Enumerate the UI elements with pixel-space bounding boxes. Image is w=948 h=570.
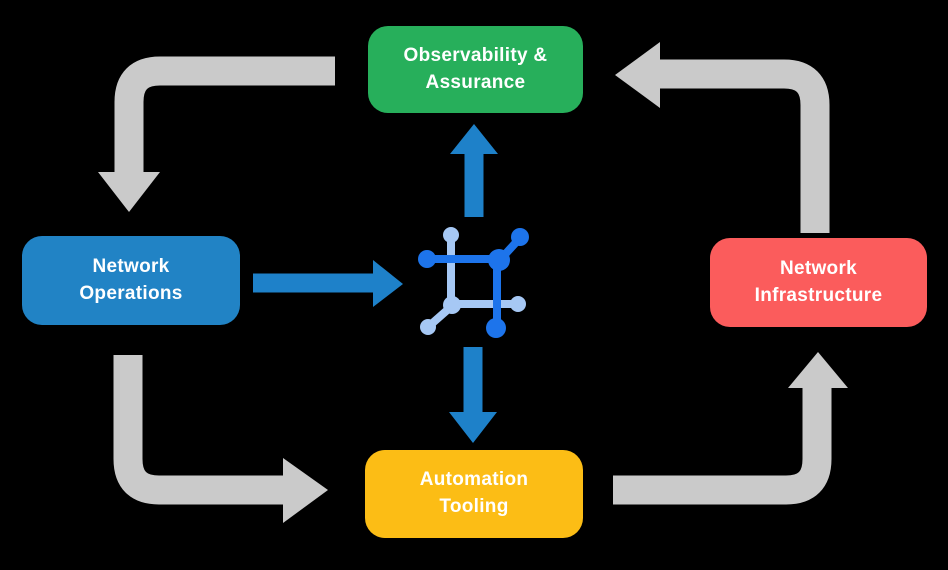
- node-network-operations: Network Operations: [22, 236, 240, 325]
- arrow-head-down-icon: [98, 172, 160, 212]
- arrow-infrastructure-to-observability: [615, 42, 830, 233]
- mesh-node-right: [510, 296, 526, 312]
- arrow-head-up-icon: [450, 124, 498, 154]
- node-observability-assurance: Observability & Assurance: [368, 26, 583, 113]
- arrow-shaft: [613, 388, 832, 505]
- arrow-head-right-icon: [373, 260, 403, 307]
- arrow-shaft: [660, 59, 830, 233]
- arrow-operations-to-center: [253, 260, 403, 307]
- arrow-shaft: [114, 56, 335, 172]
- mesh-node-bottom: [486, 318, 506, 338]
- arrow-center-to-automation: [449, 347, 497, 443]
- node-network-infrastructure: Network Infrastructure: [710, 238, 927, 327]
- mesh-node-left: [418, 250, 436, 268]
- arrow-head-down-icon: [449, 412, 497, 443]
- mesh-node-upperright: [511, 228, 529, 246]
- mesh-node-lowerleft: [420, 319, 436, 335]
- arrow-center-to-observability: [450, 124, 498, 217]
- arrow-observability-to-operations: [98, 56, 335, 212]
- arrow-head-right-icon: [283, 458, 328, 523]
- arrow-automation-to-infrastructure: [613, 352, 848, 505]
- arrow-operations-to-automation: [113, 355, 328, 523]
- arrow-head-up-icon: [788, 352, 848, 388]
- mesh-node-top: [443, 227, 459, 243]
- network-mesh-icon: [418, 227, 529, 338]
- arrow-shaft: [113, 355, 283, 505]
- node-automation-tooling: Automation Tooling: [365, 450, 583, 538]
- arrow-head-left-icon: [615, 42, 660, 108]
- mesh-node-corner-bl: [443, 296, 461, 314]
- mesh-node-corner-tr: [488, 249, 510, 271]
